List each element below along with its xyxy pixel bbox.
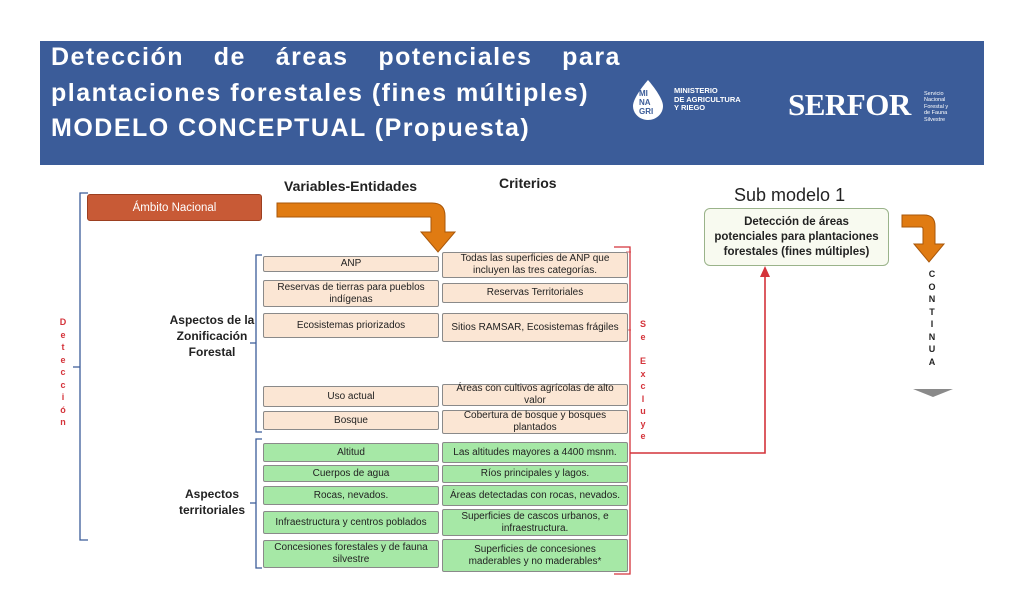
title-word: potenciales: [378, 43, 533, 71]
deteccion-bracket: [73, 192, 88, 541]
submodelo-arrowhead: [760, 266, 770, 277]
title-line-2: plantaciones forestales (fines múltiples…: [51, 79, 590, 107]
variable-box-concesiones: Concesiones forestales y de fauna silves…: [263, 540, 439, 568]
variable-box-reservas: Reservas de tierras para pueblos indígen…: [263, 280, 439, 307]
continua-label: C O N T I N U A: [928, 269, 936, 367]
group-label-zonificacion: Aspectos de la Zonificación Forestal: [169, 313, 255, 359]
criterio-box-ecosistemas: Sitios RAMSAR, Ecosistemas frágiles: [442, 313, 628, 342]
title-word: áreas: [275, 43, 349, 71]
variable-box-altitud: Altitud: [263, 443, 439, 462]
variable-box-cuerpos-agua: Cuerpos de agua: [263, 465, 439, 482]
variable-box-infraestructura: Infraestructura y centros poblados: [263, 511, 439, 534]
title-word: de: [213, 43, 246, 71]
orange-arrow-continua: [901, 214, 946, 263]
serfor-logo: SERFOR: [788, 87, 911, 122]
title-word: Detección: [51, 43, 184, 71]
heading-variables: Variables-Entidades: [284, 178, 418, 194]
deteccion-label: D e t e c c i ó n: [59, 317, 67, 427]
title-word: para: [562, 43, 621, 71]
header-banner: Detección de áreas potenciales para plan…: [40, 41, 984, 165]
continua-down-icon: [913, 389, 953, 397]
orange-arrow-main: [276, 202, 457, 253]
minagri-text: MINISTERIO DE AGRICULTURA Y RIEGO: [674, 86, 741, 112]
criterio-box-rocas: Áreas detectadas con rocas, nevados.: [442, 485, 628, 506]
title-line-1: Detección de áreas potenciales para: [51, 43, 621, 72]
group-label-territoriales: Aspectos territoriales: [178, 487, 246, 517]
submodelo-box: Detección de áreas potenciales para plan…: [704, 208, 889, 266]
criterio-box-altitud: Las altitudes mayores a 4400 msnm.: [442, 442, 628, 463]
excluye-bracket: [614, 246, 631, 575]
se-excluye-label: S e E x c l u y e: [639, 319, 646, 441]
variable-box-rocas: Rocas, nevados.: [263, 486, 439, 505]
criterio-box-concesiones: Superficies de concesiones maderables y …: [442, 539, 628, 572]
criterio-box-bosque: Cobertura de bosque y bosques plantados: [442, 410, 628, 434]
submodelo-connector: [630, 275, 766, 454]
zonificacion-bracket: [250, 254, 262, 433]
criterio-box-rios: Ríos principales y lagos.: [442, 465, 628, 483]
criterio-box-reservas: Reservas Territoriales: [442, 283, 628, 303]
variable-box-uso-actual: Uso actual: [263, 386, 439, 407]
ambito-nacional-box: Ámbito Nacional: [87, 194, 262, 221]
minagri-logo: MI NA GRI MINISTERIO DE AGRICULTURA Y RI…: [630, 79, 810, 123]
variable-box-ecosistemas: Ecosistemas priorizados: [263, 313, 439, 338]
criterio-box-uso-actual: Áreas con cultivos agrícolas de alto val…: [442, 383, 628, 406]
minagri-drop-icon: [633, 80, 663, 120]
title-line-3: MODELO CONCEPTUAL (Propuesta): [51, 114, 531, 142]
minagri-mark: MI NA GRI: [639, 89, 654, 116]
criterio-box-cascos-urbanos: Superficies de cascos urbanos, e infraes…: [442, 509, 628, 536]
serfor-subtitle: Servicio Nacional Forestal y de Fauna Si…: [924, 91, 949, 123]
territoriales-bracket: [250, 438, 262, 569]
criterio-box-anp: Todas las superficies de ANP que incluye…: [442, 252, 628, 278]
heading-submodelo: Sub modelo 1: [734, 185, 846, 205]
variable-box-bosque: Bosque: [263, 411, 439, 430]
variable-box-anp: ANP: [263, 256, 439, 272]
heading-criterios: Criterios: [499, 175, 557, 191]
